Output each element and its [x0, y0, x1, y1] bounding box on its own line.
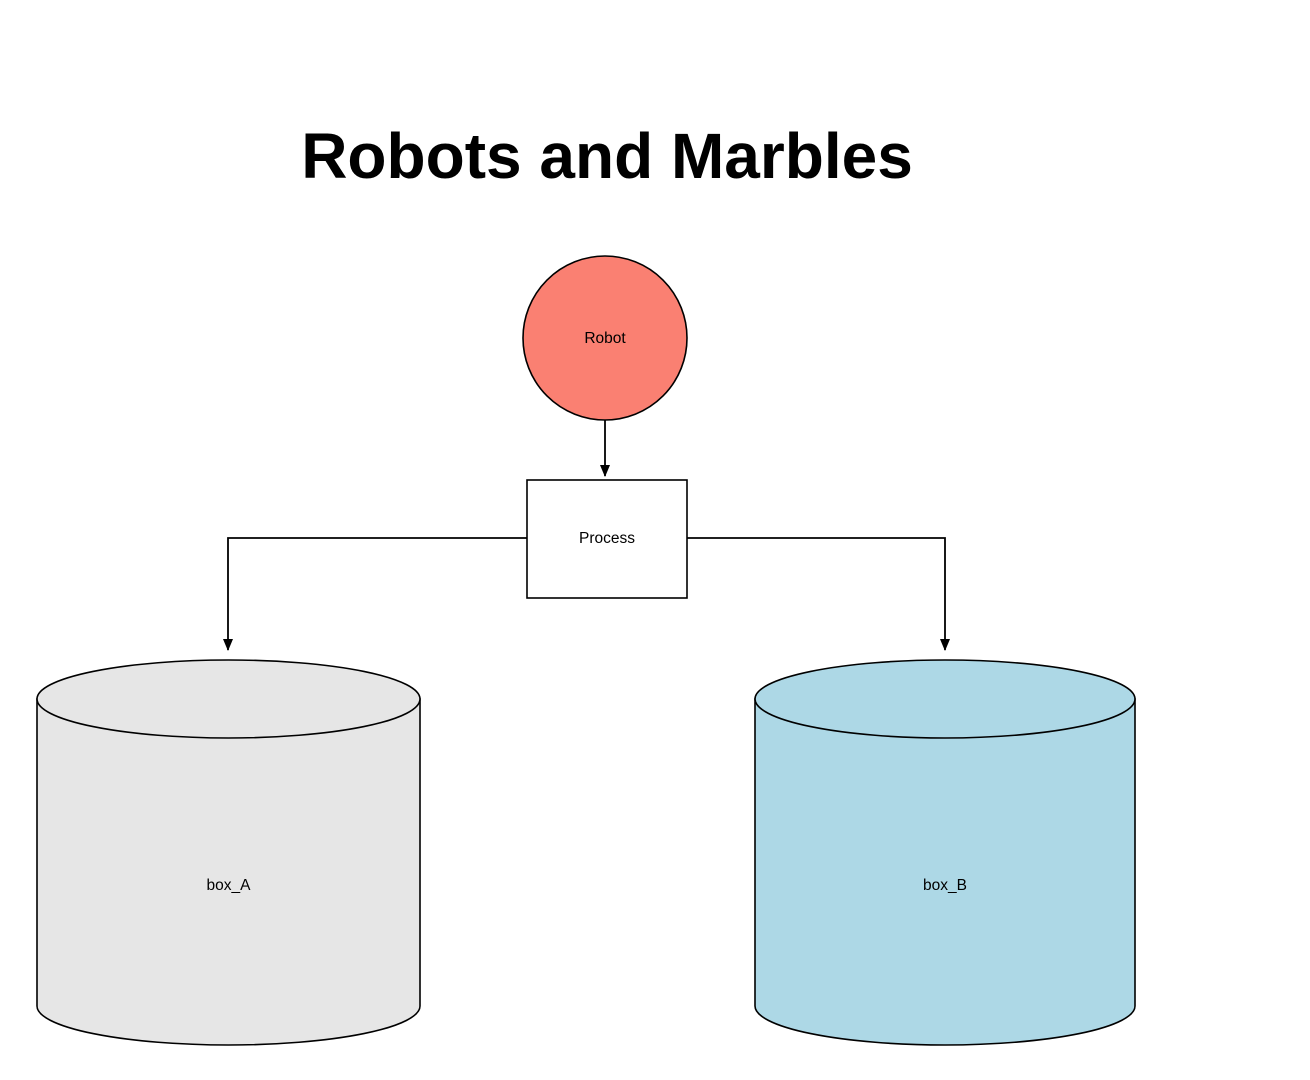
edge-process-boxA	[223, 537, 527, 651]
edge-process-boxB	[687, 537, 950, 651]
robot-label: Robot	[584, 330, 626, 347]
process-rect	[526, 479, 688, 599]
robot-node: Robot	[522, 255, 688, 421]
robot-circle	[522, 255, 688, 421]
boxA-cylinder-top	[36, 659, 421, 739]
boxB-cylinder-body	[754, 698, 1136, 1046]
diagram-title: Robots and Marbles	[301, 120, 913, 192]
boxA-node: box_A	[36, 659, 421, 1046]
boxB-node: box_B	[754, 659, 1136, 1046]
process-label: Process	[579, 530, 635, 547]
process-node: Process	[526, 479, 688, 599]
boxB-label: box_B	[923, 877, 967, 894]
boxA-cylinder-body	[36, 698, 421, 1046]
boxA-label: box_A	[207, 877, 252, 894]
boxB-cylinder-top	[754, 659, 1136, 739]
